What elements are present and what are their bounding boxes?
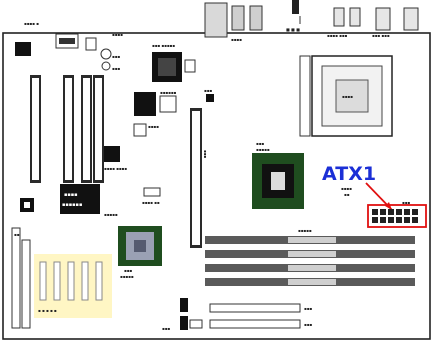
- parallel-port: [375, 7, 391, 31]
- game-port: [403, 7, 419, 31]
- jumper-area: ▪ ▪ ▪ ▪ ▪: [34, 254, 112, 318]
- svg-text:▪▪▪▪: ▪▪▪▪: [148, 124, 159, 129]
- usb-port-block: [231, 5, 245, 31]
- chip-mid-left: [134, 92, 156, 116]
- mid-components: ▪▪▪ ▪▪▪▪▪ ▪▪▪▪▪▪ ▪▪▪ ▪▪▪▪ ▪▪▪▪ ▪▪▪▪: [104, 43, 214, 171]
- left-vertical-slots: [30, 75, 104, 183]
- svg-text:▪▪▪▪ ▪▪▪▪: ▪▪▪▪ ▪▪▪▪: [104, 166, 127, 171]
- chip-mid-right: [159, 95, 177, 113]
- svg-text:▪▪▪▪▪: ▪▪▪▪▪: [104, 212, 118, 217]
- io-chip: ▪▪▪▪ ▪▪▪▪▪▪ ▪▪▪▪▪ ▪▪▪▪ ▪▪: [20, 184, 161, 217]
- svg-text:▪▪▪▪: ▪▪▪▪: [112, 32, 123, 37]
- svg-text:▪▪▪▪▪▪: ▪▪▪▪▪▪: [160, 90, 177, 95]
- svg-text:▪▪: ▪▪: [14, 232, 20, 237]
- svg-text:▪▪▪▪ ▪▪▪: ▪▪▪▪ ▪▪▪: [327, 33, 348, 38]
- svg-text:▪▪▪▪▪: ▪▪▪▪▪: [256, 147, 270, 152]
- dimm-slots: ▪▪▪▪▪: [205, 228, 415, 286]
- serial-port-1: [333, 7, 345, 27]
- battery-chip: [15, 42, 31, 56]
- bottom-slot-2: [209, 319, 301, 329]
- bottom-slot-1: [209, 303, 301, 313]
- svg-text:▪▪▪▪▪: ▪▪▪▪▪: [298, 228, 312, 233]
- back-panel-connectors: ■ ■ ■ ▪▪▪▪ ▪▪▪▪ ▪▪▪ ▪▪▪ ▪▪▪: [204, 0, 419, 42]
- atx-connector-pins: [372, 209, 418, 223]
- serial-port-2: [349, 7, 361, 27]
- atx-connector-highlight: [367, 204, 427, 228]
- cpu-socket: ▪▪▪▪: [299, 55, 393, 137]
- svg-text:▪▪▪: ▪▪▪: [162, 326, 170, 331]
- cmos-battery: [100, 48, 112, 60]
- svg-text:▪▪▪ ▪▪▪: ▪▪▪ ▪▪▪: [372, 33, 390, 38]
- svg-text:■ ■ ■: ■ ■ ■: [286, 27, 300, 32]
- svg-text:▪▪▪▪ ▪▪: ▪▪▪▪ ▪▪: [142, 200, 160, 205]
- svg-text:▪▪▪: ▪▪▪: [203, 150, 208, 158]
- usb-port-block-2: [249, 5, 263, 31]
- chip-small-3: [133, 123, 147, 137]
- ide-connectors: ▪▪: [11, 227, 31, 329]
- svg-text:▪ ▪ ▪ ▪ ▪: ▪ ▪ ▪ ▪ ▪: [38, 308, 57, 313]
- bottom-components: ▪▪▪ ▪▪▪ ▪▪▪: [162, 298, 312, 331]
- audio-jack: [292, 0, 299, 14]
- svg-text:▪▪▪ ▪▪▪▪▪: ▪▪▪ ▪▪▪▪▪: [152, 43, 175, 48]
- svg-text:▪▪▪: ▪▪▪: [304, 306, 312, 311]
- svg-text:▪▪▪▪: ▪▪▪▪: [341, 186, 352, 191]
- svg-text:▪▪▪: ▪▪▪: [304, 322, 312, 327]
- svg-text:▪▪▪: ▪▪▪: [204, 88, 212, 93]
- agp-slot: ▪▪▪: [190, 108, 208, 248]
- svg-text:▪▪▪: ▪▪▪: [112, 54, 120, 59]
- svg-text:▪▪▪: ▪▪▪: [112, 66, 120, 71]
- svg-text:▪▪▪: ▪▪▪: [256, 141, 264, 146]
- svg-text:▪▪▪: ▪▪▪: [402, 200, 410, 205]
- north-bridge: ▪▪▪ ▪▪▪▪▪: [252, 141, 304, 209]
- svg-text:▪▪▪: ▪▪▪: [124, 268, 132, 273]
- svg-text:▪▪▪▪▪▪: ▪▪▪▪▪▪: [62, 202, 82, 208]
- usb-header-label: ▪▪▪▪ ▪: [24, 21, 39, 26]
- south-bridge: ▪▪▪ ▪▪▪▪▪: [118, 226, 162, 279]
- svg-text:▪▪▪▪: ▪▪▪▪: [342, 94, 353, 99]
- svg-text:▪▪▪▪: ▪▪▪▪: [231, 37, 242, 42]
- top-left-components: ▪▪▪▪ ▪ ▪▪▪▪ ▪▪▪ ▪▪▪: [15, 21, 123, 71]
- atx1-label: ATX1: [322, 163, 376, 185]
- jumper-small: [85, 37, 97, 51]
- atx1-callout: ATX1 ▪▪▪▪ ▪▪ ▪▪▪: [322, 163, 427, 228]
- chip-small-4: [104, 146, 120, 162]
- keyboard-mouse-port: [204, 2, 228, 38]
- svg-text:▪▪: ▪▪: [344, 192, 350, 197]
- svg-text:▪▪▪▪▪: ▪▪▪▪▪: [120, 274, 134, 279]
- svg-text:▪▪▪▪: ▪▪▪▪: [64, 192, 78, 198]
